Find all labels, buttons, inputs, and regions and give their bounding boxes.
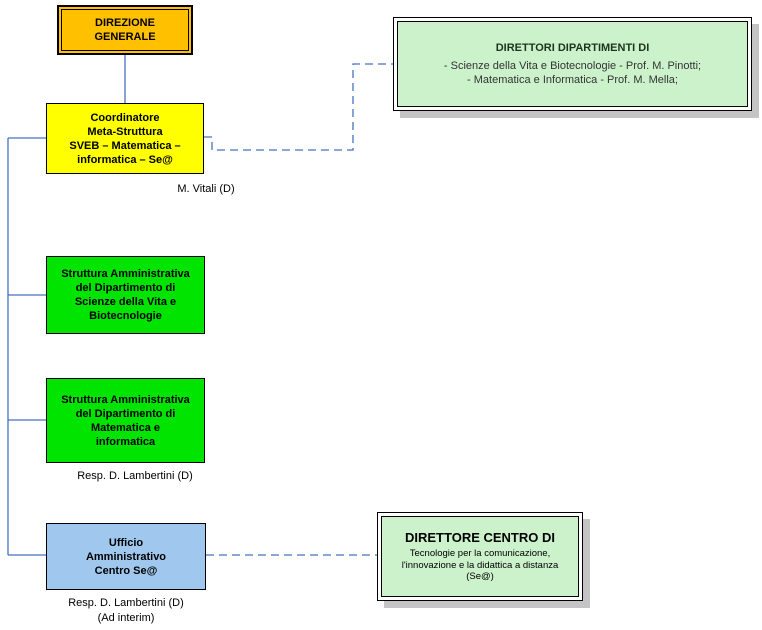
node-direzione-generale-label: DIREZIONE GENERALE <box>94 17 156 43</box>
node-direttori-title: DIRETTORI DIPARTIMENTI DI <box>495 42 650 54</box>
node-struttura-matematica-label: Struttura Amministrativa del Dipartiment… <box>61 393 190 448</box>
node-ufficio-centro-sea: Ufficio Amministrativo Centro Se@ <box>46 523 206 590</box>
node-direttore-centro-body: Tecnologie per la comunicazione, l'innov… <box>401 548 559 583</box>
node-direttore-centro-inner: DIRETTORE CENTRO DI Tecnologie per la co… <box>381 516 579 597</box>
node-direttori-dipartimenti-inner: DIRETTORI DIPARTIMENTI DI - Scienze dell… <box>397 21 748 107</box>
label-coordinatore-person: M. Vitali (D) <box>177 183 235 195</box>
node-ufficio-label: Ufficio Amministrativo Centro Se@ <box>85 536 167 577</box>
node-struttura-matematica: Struttura Amministrativa del Dipartiment… <box>46 378 205 463</box>
label-ufficio-person: Resp. D. Lambertini (D) <box>68 597 184 609</box>
node-struttura-sveb-label: Struttura Amministrativa del Dipartiment… <box>61 268 190 322</box>
connector-coordinatore-direttori <box>204 63 393 151</box>
label-struttura-matematica-person: Resp. D. Lambertini (D) <box>77 470 193 482</box>
node-direzione-generale: DIREZIONE GENERALE <box>57 5 193 55</box>
node-direttore-centro: DIRETTORE CENTRO DI Tecnologie per la co… <box>377 512 583 601</box>
node-direttori-body: - Scienze della Vita e Biotecnologie - P… <box>443 60 702 86</box>
label-ufficio-person-note: (Ad interim) <box>97 612 155 624</box>
node-direttore-centro-title: DIRETTORE CENTRO DI <box>405 530 555 546</box>
node-struttura-sveb: Struttura Amministrativa del Dipartiment… <box>46 256 205 334</box>
node-direttori-dipartimenti: DIRETTORI DIPARTIMENTI DI - Scienze dell… <box>393 17 752 111</box>
node-coordinatore-label: Coordinatore Meta-Struttura SVEB – Matem… <box>69 111 181 166</box>
node-coordinatore-meta-struttura: Coordinatore Meta-Struttura SVEB – Matem… <box>46 103 204 174</box>
node-direzione-generale-inner: DIREZIONE GENERALE <box>61 9 189 51</box>
